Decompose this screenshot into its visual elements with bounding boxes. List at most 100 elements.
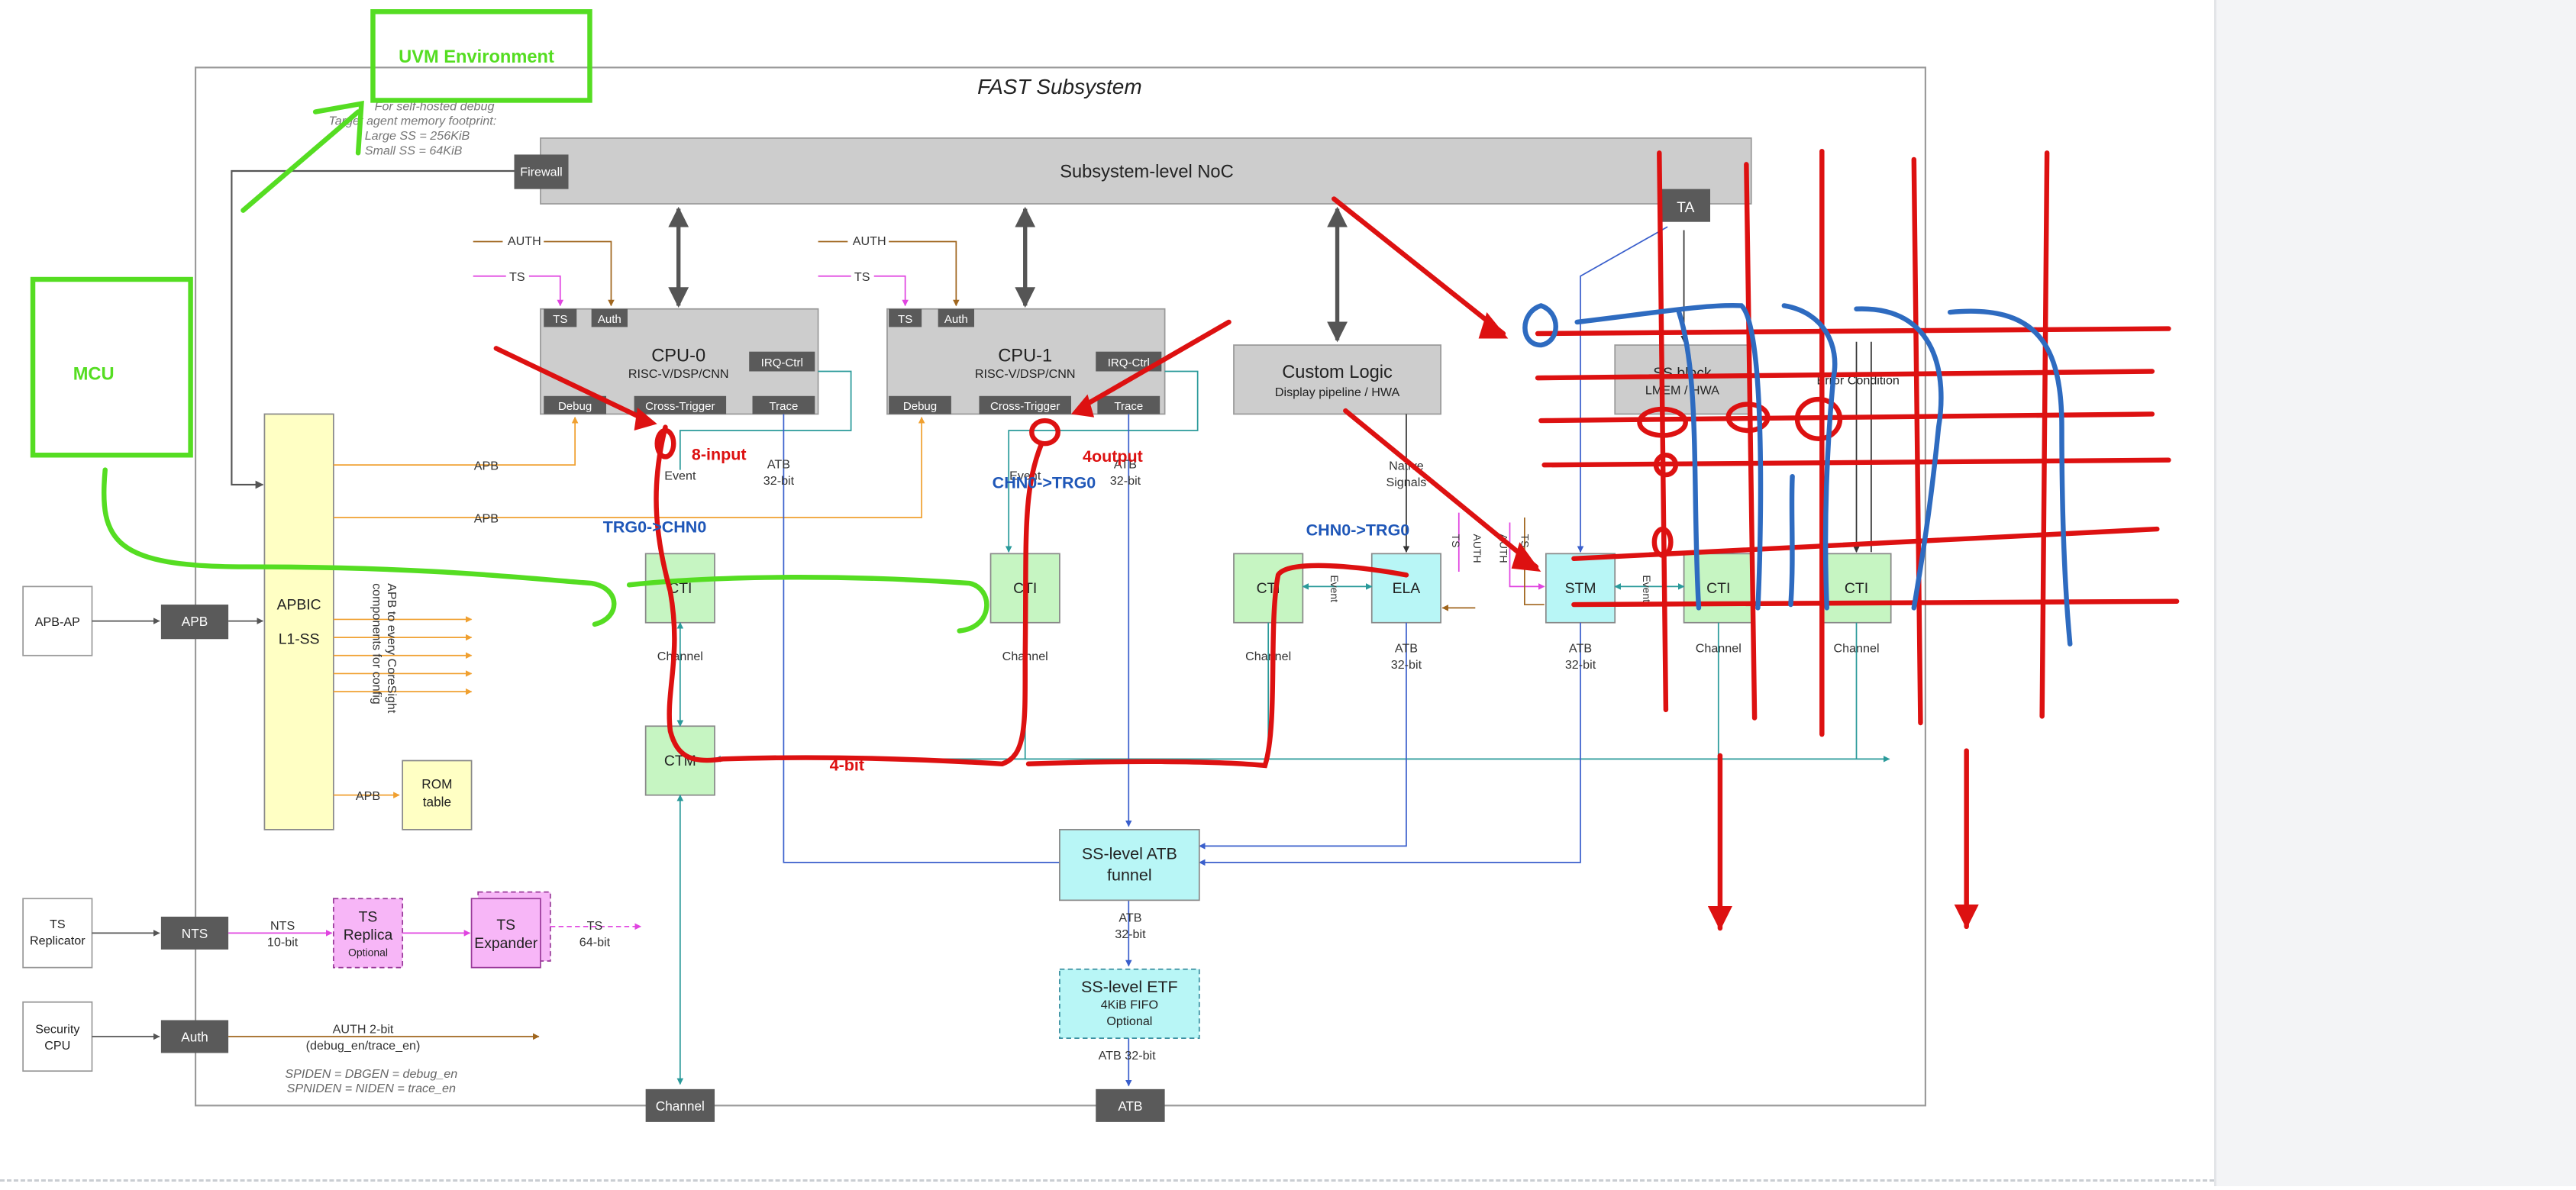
svg-text:Target agent memory footprint:: Target agent memory footprint: — [328, 114, 496, 128]
svg-text:RISC-V/DSP/CNN: RISC-V/DSP/CNN — [628, 367, 729, 381]
mcu-label: MCU — [73, 364, 115, 384]
etf-block: SS-level ETF 4KiB FIFO Optional — [1059, 968, 1200, 1039]
svg-text:TRG0->CHN0: TRG0->CHN0 — [603, 518, 707, 536]
ss-block: SS block LMEM / HWA — [1614, 344, 1751, 415]
svg-text:APB: APB — [474, 511, 499, 525]
svg-text:ELA: ELA — [1393, 580, 1421, 597]
svg-text:CTM: CTM — [664, 753, 696, 769]
security-chain: Security CPU Auth AUTH 2-bit (debug_en/t… — [22, 1001, 540, 1095]
svg-text:AUTH: AUTH — [853, 234, 886, 248]
svg-text:CPU-0: CPU-0 — [651, 347, 705, 366]
svg-text:Auth: Auth — [598, 313, 621, 326]
svg-text:SS-level ATB: SS-level ATB — [1082, 845, 1177, 863]
svg-text:TS: TS — [898, 313, 912, 326]
apb-note: APB to every CoreSight components for co… — [370, 583, 398, 714]
svg-text:Auth: Auth — [181, 1029, 208, 1044]
svg-text:32-bit: 32-bit — [1565, 658, 1596, 672]
noc-bus-arrows — [668, 206, 1348, 343]
svg-text:CTI: CTI — [1706, 580, 1730, 597]
svg-text:ATB: ATB — [1114, 457, 1137, 471]
svg-text:components for config: components for config — [370, 583, 383, 705]
svg-text:CTI: CTI — [668, 580, 692, 597]
svg-text:Small SS = 64KiB: Small SS = 64KiB — [365, 144, 463, 157]
svg-text:CHN0->TRG0: CHN0->TRG0 — [993, 473, 1096, 492]
channel-wiring — [676, 370, 1890, 1085]
firewall-to-apbic-line — [231, 169, 515, 489]
svg-text:8-input: 8-input — [692, 446, 747, 464]
svg-text:Event: Event — [1328, 575, 1341, 602]
green-annotations — [30, 9, 989, 634]
noc-label: Subsystem-level NoC — [1060, 163, 1233, 182]
svg-text:Cross-Trigger: Cross-Trigger — [990, 400, 1060, 413]
red-arrowheads — [634, 312, 1541, 572]
ela-stm-side-wiring — [1441, 230, 1872, 611]
svg-text:APB to every CoreSight: APB to every CoreSight — [385, 583, 399, 714]
red-labels: 8-input 4output 4-bit — [692, 446, 1143, 775]
svg-text:Auth: Auth — [944, 313, 968, 326]
svg-text:APB: APB — [474, 460, 499, 473]
svg-text:NTS: NTS — [182, 926, 208, 941]
svg-text:funnel: funnel — [1107, 866, 1152, 885]
svg-text:Trace: Trace — [1114, 400, 1143, 413]
svg-text:Channel: Channel — [656, 1098, 705, 1114]
ela-stm-side-labels: TS AUTH TS AUTH Event Event — [1328, 534, 1653, 603]
svg-text:TS: TS — [496, 917, 515, 934]
svg-text:CTI: CTI — [1845, 580, 1868, 597]
svg-text:32-bit: 32-bit — [763, 474, 795, 488]
svg-text:Event: Event — [664, 469, 696, 483]
svg-text:TS: TS — [359, 908, 378, 925]
svg-text:32-bit: 32-bit — [1110, 474, 1141, 488]
svg-text:ATB: ATB — [767, 457, 790, 471]
svg-text:64-bit: 64-bit — [579, 936, 611, 950]
noc-block — [540, 137, 1752, 205]
blue-annotations — [1522, 302, 2073, 647]
svg-text:TS: TS — [587, 919, 603, 933]
svg-text:CPU-1: CPU-1 — [998, 347, 1052, 366]
svg-text:(debug_en/trace_en): (debug_en/trace_en) — [306, 1039, 421, 1053]
svg-text:4output: 4output — [1083, 447, 1143, 466]
svg-text:L1-SS: L1-SS — [279, 631, 320, 648]
right-gutter-panel — [2214, 0, 2576, 1186]
svg-text:IRQ-Ctrl: IRQ-Ctrl — [1108, 356, 1150, 369]
svg-text:TS: TS — [1450, 534, 1462, 548]
apb-ap: APB-AP APB — [22, 585, 264, 656]
svg-text:TS: TS — [1519, 534, 1532, 548]
svg-text:Large SS = 256KiB: Large SS = 256KiB — [365, 129, 470, 143]
apbic-block: APBIC L1-SS — [263, 413, 334, 830]
svg-text:Custom Logic: Custom Logic — [1282, 363, 1393, 382]
ts-chain: TS Replicator NTS NTS 10-bit TS Replica … — [22, 891, 642, 969]
svg-text:32-bit: 32-bit — [1391, 658, 1422, 672]
svg-text:Display pipeline / HWA: Display pipeline / HWA — [1275, 385, 1400, 399]
svg-text:32-bit: 32-bit — [1115, 927, 1146, 941]
svg-text:Signals: Signals — [1386, 476, 1426, 489]
ta-label: TA — [1677, 199, 1694, 216]
svg-text:IRQ-Ctrl: IRQ-Ctrl — [761, 356, 803, 369]
svg-text:CHN0->TRG0: CHN0->TRG0 — [1306, 521, 1410, 540]
svg-text:TS: TS — [50, 917, 66, 931]
svg-text:Optional: Optional — [1106, 1014, 1152, 1028]
firewall-label: Firewall — [520, 165, 563, 179]
svg-text:ATB: ATB — [1118, 1098, 1142, 1114]
svg-text:Security: Security — [35, 1023, 80, 1037]
atb-wiring — [783, 226, 1668, 1087]
svg-text:Optional: Optional — [348, 947, 388, 959]
auth-ts-feeds: AUTH TS AUTH TS — [473, 234, 957, 306]
svg-text:SPNIDEN = NIDEN = trace_en: SPNIDEN = NIDEN = trace_en — [287, 1082, 456, 1095]
subsystem-frame — [194, 66, 1926, 1107]
svg-text:STM: STM — [1565, 580, 1596, 597]
svg-text:APB: APB — [356, 789, 380, 803]
bottom-ports: Channel ATB — [645, 1088, 1165, 1122]
blue-labels: TRG0->CHN0 CHN0->TRG0 CHN0->TRG0 — [603, 473, 1410, 539]
svg-text:ATB: ATB — [1119, 911, 1141, 924]
svg-text:CPU: CPU — [44, 1039, 70, 1053]
svg-text:table: table — [423, 795, 451, 810]
diagram-title: FAST Subsystem — [977, 75, 1142, 98]
svg-text:Cross-Trigger: Cross-Trigger — [645, 400, 715, 413]
svg-text:Debug: Debug — [558, 400, 592, 413]
cpu1-block: CPU-1 RISC-V/DSP/CNN TS Auth IRQ-Ctrl De… — [886, 308, 1166, 415]
svg-text:Replica: Replica — [344, 927, 393, 943]
svg-text:SS-level ETF: SS-level ETF — [1081, 978, 1178, 996]
custom-logic-block: Custom Logic Display pipeline / HWA — [1233, 344, 1441, 415]
svg-text:SPIDEN = DBGEN = debug_en: SPIDEN = DBGEN = debug_en — [285, 1067, 457, 1081]
svg-text:4KiB FIFO: 4KiB FIFO — [1101, 998, 1158, 1011]
